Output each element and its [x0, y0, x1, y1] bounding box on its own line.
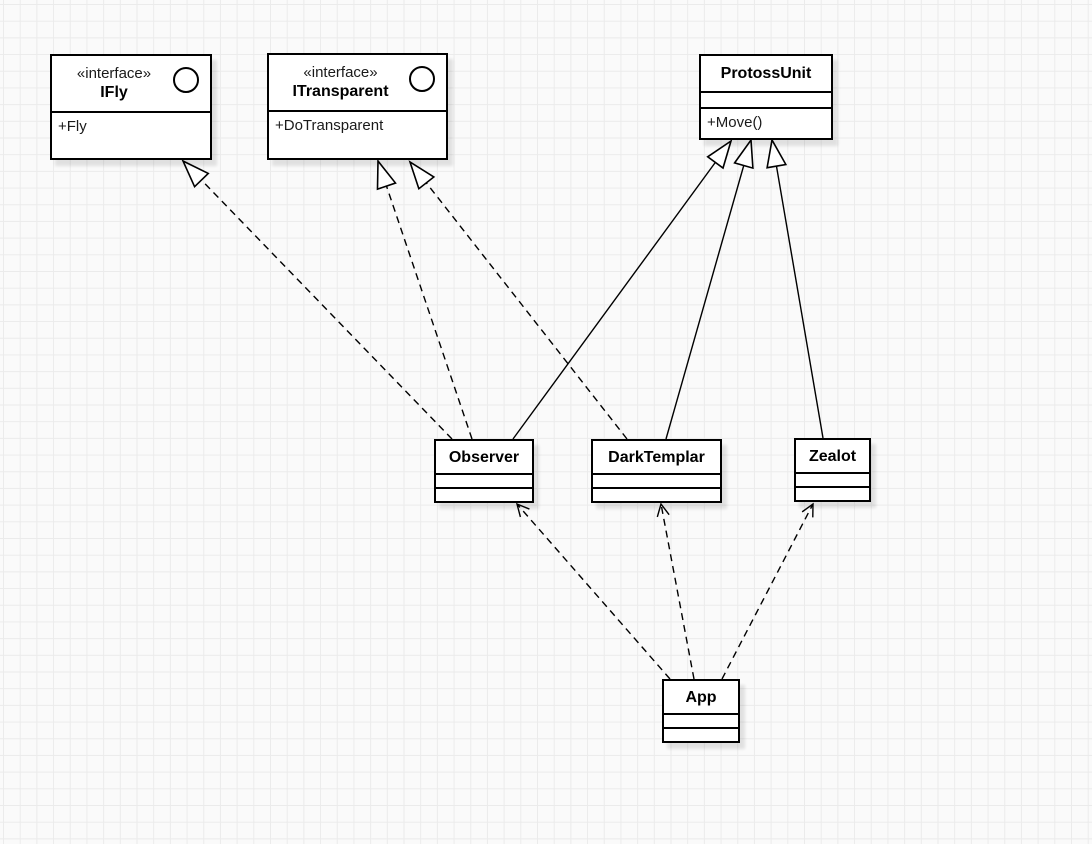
edge-darktemplar-protossunit-generalization[interactable] [665, 137, 754, 440]
edge-darktemplar-itransparent-realization[interactable] [408, 160, 628, 440]
observer-name: Observer [448, 448, 520, 466]
protossunit-name: ProtossUnit [720, 65, 812, 82]
itransparent-stereotype: «interface» [303, 64, 378, 81]
itransparent-methods-compartment: +DoTransparent [269, 110, 446, 158]
ifly-stereotype: «interface» [76, 65, 152, 82]
observer-attributes-compartment [436, 473, 532, 487]
protossunit-methods-compartment: +Move() [701, 107, 831, 138]
itransparent-name: ITransparent [292, 83, 389, 100]
ifly-method: +Fly [58, 118, 87, 135]
class-box-observer[interactable]: Observer [434, 439, 534, 503]
edge-app-zealot-dependency[interactable] [721, 502, 814, 680]
protossunit-attributes-compartment [701, 91, 831, 107]
zealot-attributes-compartment [796, 472, 869, 486]
interface-circle-icon [173, 67, 199, 93]
class-box-app[interactable]: App [662, 679, 740, 743]
class-box-ifly[interactable]: «interface» IFly +Fly [50, 54, 212, 160]
edge-observer-ifly-realization[interactable] [181, 159, 453, 440]
app-attributes-compartment [664, 713, 738, 727]
ifly-name: IFly [100, 84, 128, 101]
app-name: App [685, 688, 717, 706]
ifly-methods-compartment: +Fly [52, 111, 210, 158]
app-title-compartment: App [664, 681, 738, 713]
observer-title-compartment: Observer [436, 441, 532, 473]
edge-app-darktemplar-dependency[interactable] [656, 502, 695, 680]
class-box-itransparent[interactable]: «interface» ITransparent +DoTransparent [267, 53, 448, 160]
observer-methods-compartment [436, 487, 532, 501]
edge-observer-itransparent-realization[interactable] [376, 158, 473, 440]
darktemplar-name: DarkTemplar [608, 448, 705, 466]
interface-circle-icon [409, 66, 435, 92]
darktemplar-title-compartment: DarkTemplar [593, 441, 720, 473]
edge-zealot-protossunit-generalization[interactable] [766, 137, 824, 439]
darktemplar-attributes-compartment [593, 473, 720, 487]
edge-observer-protossunit-generalization[interactable] [512, 139, 733, 440]
zealot-methods-compartment [796, 486, 869, 500]
protossunit-method: +Move() [707, 114, 763, 131]
ifly-title-compartment: «interface» IFly [52, 56, 210, 111]
zealot-name: Zealot [808, 447, 857, 465]
itransparent-method: +DoTransparent [275, 117, 384, 134]
zealot-title-compartment: Zealot [796, 440, 869, 472]
protossunit-title-compartment: ProtossUnit [701, 56, 831, 91]
class-box-zealot[interactable]: Zealot [794, 438, 871, 502]
app-methods-compartment [664, 727, 738, 741]
darktemplar-methods-compartment [593, 487, 720, 501]
edge-app-observer-dependency[interactable] [515, 502, 671, 680]
class-box-darktemplar[interactable]: DarkTemplar [591, 439, 722, 503]
itransparent-title-compartment: «interface» ITransparent [269, 55, 446, 110]
class-box-protossunit[interactable]: ProtossUnit +Move() [699, 54, 833, 140]
